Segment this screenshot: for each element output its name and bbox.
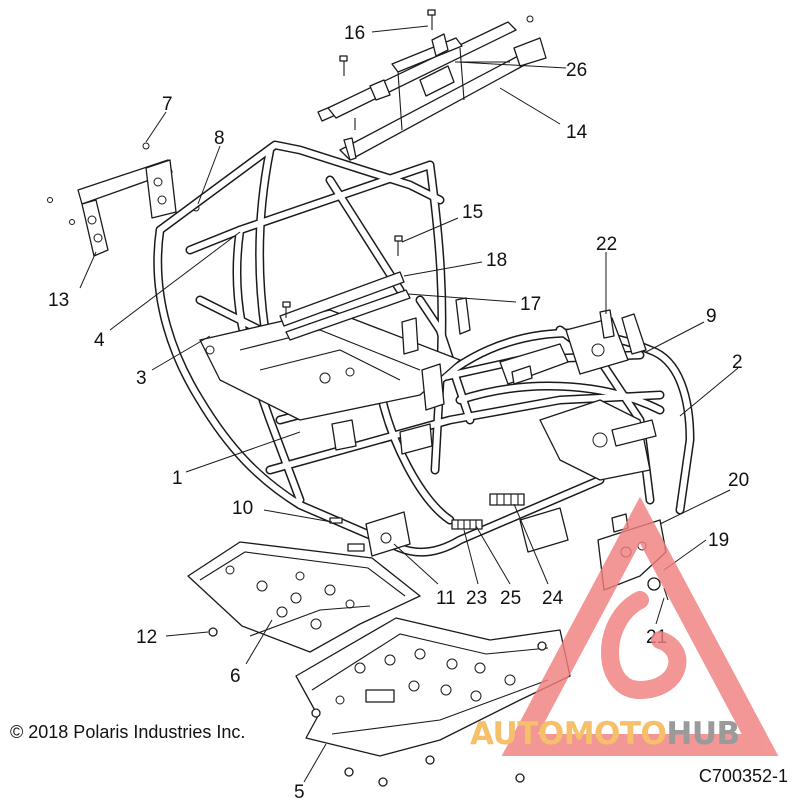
callout-1: 1 [172,468,183,489]
callout-17: 17 [520,294,541,315]
watermark-triangle [501,496,779,756]
callout-13: 13 [48,290,69,311]
callout-16: 16 [344,23,365,44]
skid-plate-5 [295,617,571,757]
watermark-text: AUTOMOTOHUB [470,716,740,752]
callout-9: 9 [706,306,717,327]
callout-14: 14 [566,122,588,143]
figure-code: C700352-1 [698,766,788,786]
bracket-13 [47,142,200,257]
callout-19: 19 [708,530,729,551]
callout-15: 15 [462,202,483,223]
callout-24: 24 [542,588,564,609]
copyright-notice: © 2018 Polaris Industries Inc. [10,722,246,742]
callout-5: 5 [294,782,305,800]
callout-4: 4 [94,330,105,351]
watermark-swirl [601,591,687,700]
callout-11: 11 [436,588,456,609]
skid-plate-6 [187,541,421,653]
seat-support-frame-14 [317,9,547,161]
watermark-text-secondary: HUB [666,716,740,752]
watermark-logo [501,496,779,756]
leader-lines [79,25,739,783]
callout-8: 8 [214,128,225,149]
fasteners-12 [208,627,547,787]
main-frame-1 [153,140,695,601]
callout-6: 6 [230,666,241,687]
watermark-text-primary: AUTOMOTO [470,716,667,752]
callout-20: 20 [728,470,749,491]
callout-10: 10 [232,498,253,519]
callout-2: 2 [732,352,743,373]
callout-3: 3 [136,368,147,389]
callout-12: 12 [136,627,157,648]
callout-26: 26 [566,60,587,81]
callout-18: 18 [486,250,507,271]
callout-23: 23 [466,588,487,609]
callout-7: 7 [162,94,173,115]
callout-22: 22 [596,234,617,255]
callout-25: 25 [500,588,521,609]
